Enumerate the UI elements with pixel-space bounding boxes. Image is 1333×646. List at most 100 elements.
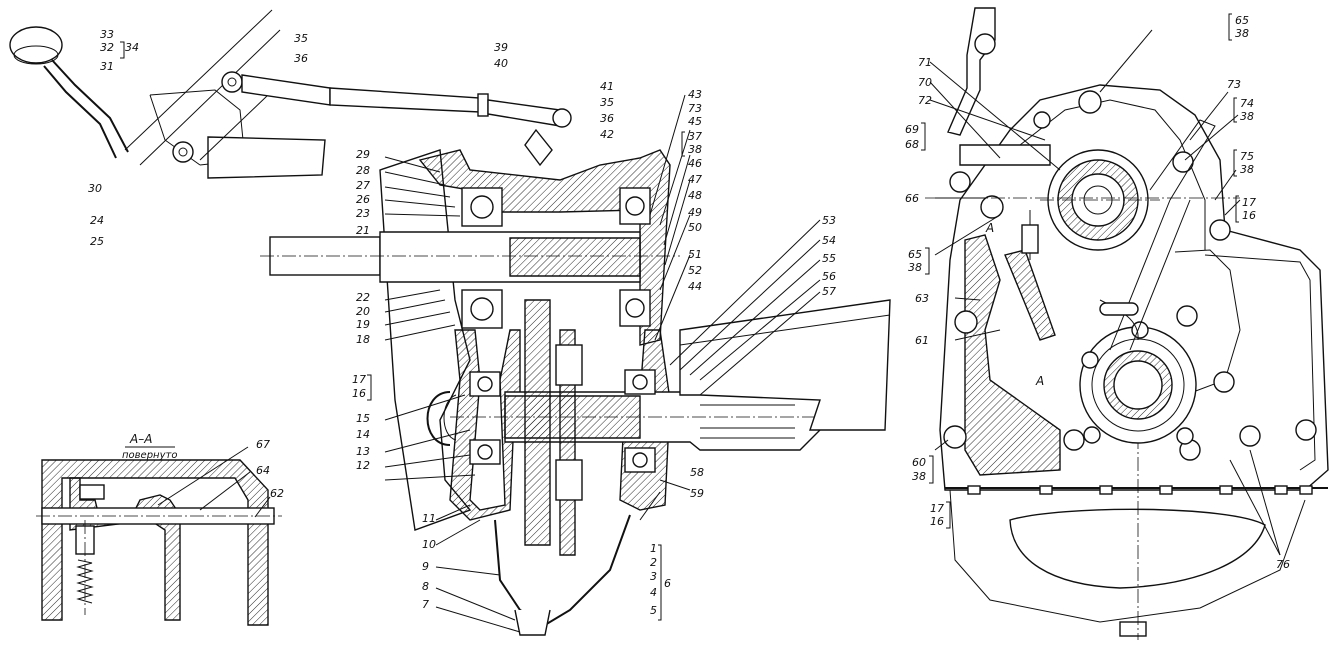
callout-47: 47	[688, 173, 702, 186]
callout-65a: 65	[1235, 14, 1249, 27]
callout-46: 46	[688, 157, 702, 170]
callout-61: 61	[915, 334, 929, 347]
callout-31: 31	[100, 60, 114, 73]
callout-63: 63	[915, 292, 929, 305]
callout-38d: 38	[1240, 163, 1254, 176]
callout-53: 53	[822, 214, 836, 227]
callout-48: 48	[688, 189, 702, 202]
callout-68: 68	[905, 138, 919, 151]
callout-33: 33	[100, 28, 114, 41]
section-subtitle: повернуто	[122, 450, 177, 461]
callout-16b: 16	[1242, 209, 1256, 222]
callout-39: 39	[494, 41, 508, 54]
callout-73a: 73	[688, 102, 702, 115]
shift-lever-view	[9, 9, 326, 179]
callout-66: 66	[905, 192, 919, 205]
callout-3: 3	[650, 570, 657, 583]
callout-18: 18	[356, 333, 370, 346]
callout-34: 34	[125, 41, 139, 54]
callout-17a: 17	[352, 373, 366, 386]
callout-21: 21	[356, 224, 370, 237]
lever-knob	[9, 26, 63, 64]
callout-30: 30	[88, 182, 102, 195]
callout-38c: 38	[1240, 110, 1254, 123]
callout-36a: 36	[294, 52, 308, 65]
callout-16a: 16	[352, 387, 366, 400]
callout-labels: 33 32 34 31 30 24 25 35 36 39 40 41 35 3…	[88, 13, 1290, 621]
callout-23: 23	[356, 207, 370, 220]
callout-44: 44	[688, 280, 702, 293]
lever-pivot	[172, 141, 194, 163]
callout-14: 14	[356, 428, 370, 441]
gear-housing	[449, 329, 671, 521]
callout-9: 9	[422, 560, 429, 573]
callout-38b: 38	[1235, 27, 1249, 40]
callout-42: 42	[600, 128, 614, 141]
callout-60: 60	[912, 456, 926, 469]
callout-35b: 35	[600, 96, 614, 109]
callout-5: 5	[650, 604, 657, 617]
callout-67: 67	[256, 438, 270, 451]
callout-43: 43	[688, 88, 702, 101]
callout-59: 59	[690, 487, 704, 500]
callout-73b: 73	[1227, 78, 1241, 91]
callout-75: 75	[1240, 150, 1254, 163]
callout-16c: 16	[930, 515, 944, 528]
shift-linkage	[241, 74, 572, 167]
callout-2: 2	[650, 556, 657, 569]
callout-32: 32	[100, 41, 114, 54]
callout-52: 52	[688, 264, 702, 277]
callout-19: 19	[356, 318, 370, 331]
callout-1: 1	[650, 542, 657, 555]
callout-57: 57	[822, 285, 836, 298]
callout-56: 56	[822, 270, 836, 283]
callout-49: 49	[688, 206, 702, 219]
callout-29: 29	[356, 148, 370, 161]
callout-22: 22	[356, 291, 370, 304]
section-a-a-detail	[36, 446, 282, 626]
callout-13: 13	[356, 445, 370, 458]
callout-50: 50	[688, 221, 702, 234]
callout-69: 69	[905, 123, 919, 136]
callout-27: 27	[356, 179, 370, 192]
gearbox-cross-section	[260, 94, 891, 636]
callout-20: 20	[356, 305, 370, 318]
callout-7: 7	[422, 598, 429, 611]
view-mark-a-lower: A	[1035, 374, 1044, 388]
callout-55: 55	[822, 252, 836, 265]
section-title: A–A	[129, 432, 152, 446]
callout-58: 58	[690, 466, 704, 479]
callout-64: 64	[256, 464, 270, 477]
callout-70: 70	[918, 76, 932, 89]
gearbox-end-view	[925, 7, 1329, 640]
callout-40: 40	[494, 57, 508, 70]
callout-38f: 38	[912, 470, 926, 483]
callout-10: 10	[422, 538, 436, 551]
callout-51: 51	[688, 248, 702, 261]
callout-72: 72	[918, 94, 932, 107]
callout-71: 71	[918, 56, 932, 69]
callout-45: 45	[688, 115, 702, 128]
callout-36b: 36	[600, 112, 614, 125]
callout-54: 54	[822, 234, 836, 247]
callout-6: 6	[664, 577, 671, 590]
callout-41: 41	[600, 80, 614, 93]
callout-76: 76	[1276, 558, 1290, 571]
output-bearing-upper	[619, 187, 651, 327]
input-bearing	[461, 187, 503, 329]
callout-15: 15	[356, 412, 370, 425]
output-cover	[679, 299, 891, 431]
callout-17c: 17	[930, 502, 944, 515]
callout-26: 26	[356, 193, 370, 206]
callout-74: 74	[1240, 97, 1254, 110]
callout-38a: 38	[688, 143, 702, 156]
callout-65b: 65	[908, 248, 922, 261]
callout-4: 4	[650, 586, 657, 599]
callout-17b: 17	[1242, 196, 1256, 209]
callout-37: 37	[688, 130, 702, 143]
callout-35a: 35	[294, 32, 308, 45]
callout-38e: 38	[908, 261, 922, 274]
callout-12: 12	[356, 459, 370, 472]
callout-62: 62	[270, 487, 284, 500]
